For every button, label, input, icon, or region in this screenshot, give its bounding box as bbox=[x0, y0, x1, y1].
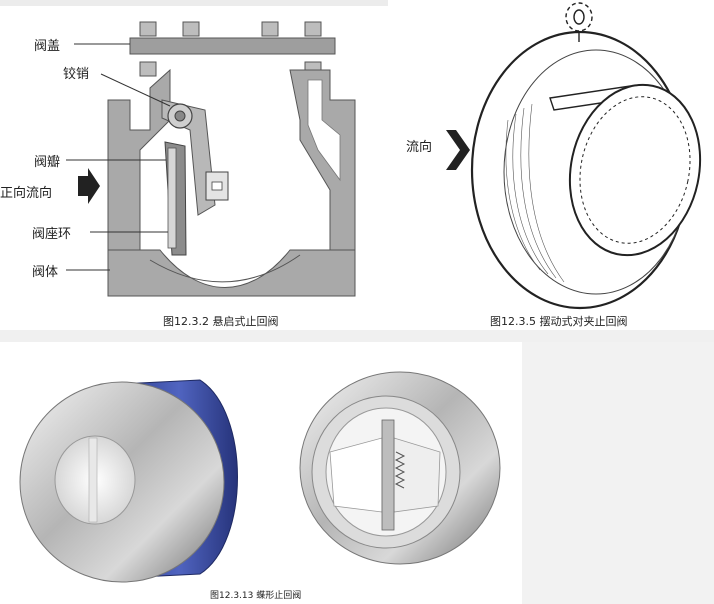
lift-check-valve-figure: 阀盖 铰销 阀瓣 正向流向 阀座环 阀体 图12.3.2 悬启式止回阀 bbox=[0, 0, 388, 330]
swing-wafer-check-valve-figure: 流向 图12.3.5 摆动式对夹止回阀 bbox=[390, 0, 714, 330]
flow-label: 流向 bbox=[406, 140, 433, 155]
forward-flow-label: 正向流向 bbox=[0, 186, 53, 201]
row-separator bbox=[0, 330, 714, 342]
valve-photos bbox=[19, 371, 501, 583]
hinge-pin-label: 铰销 bbox=[63, 67, 90, 82]
seat-ring-label: 阀座环 bbox=[32, 227, 72, 242]
bonnet-label: 阀盖 bbox=[34, 39, 61, 54]
dual-plate-check-valve-figure: 图12.3.13 蝶形止回阀 bbox=[0, 342, 522, 604]
disc-label: 阀瓣 bbox=[34, 155, 61, 170]
figure-caption: 图12.3.5 摆动式对夹止回阀 bbox=[490, 315, 628, 328]
valve-section-drawing bbox=[0, 0, 388, 297]
body-label: 阀体 bbox=[32, 265, 59, 280]
figure-caption: 图12.3.2 悬启式止回阀 bbox=[163, 315, 279, 328]
blank-panel bbox=[522, 342, 714, 604]
figure-caption: 图12.3.13 蝶形止回阀 bbox=[210, 591, 302, 601]
wafer-valve-drawing bbox=[446, 2, 702, 310]
